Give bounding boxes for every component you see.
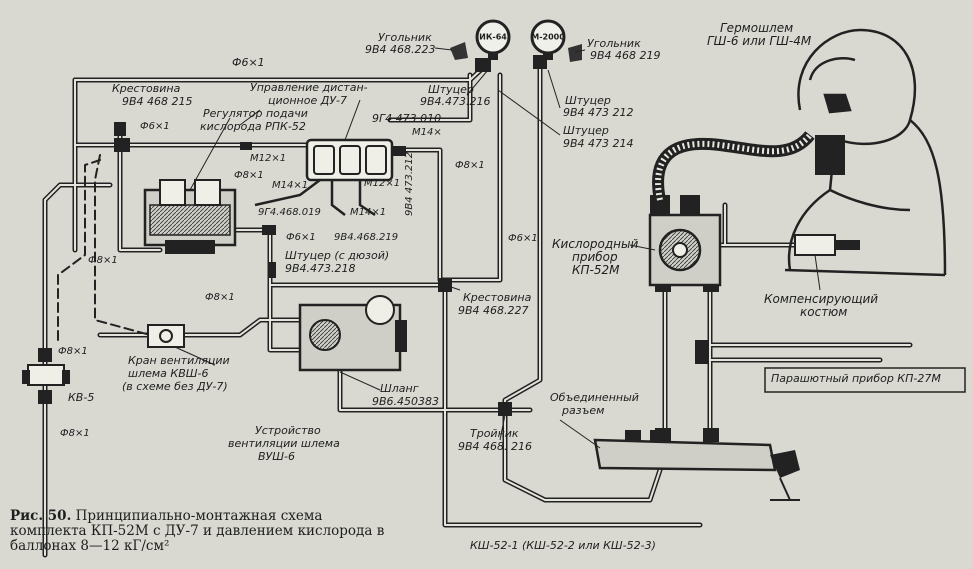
kvsh6-valve [147, 324, 185, 348]
label-regulator-1: Регулятор подачи [203, 107, 308, 120]
label-shtucer-dyuza: Штуцер (с дюзой) [285, 249, 390, 262]
label-kompens-2: костюм [800, 305, 848, 319]
label-krestovina-top-code: 9В4 468 215 [122, 95, 193, 108]
label-regulator-2: кислорода РПК-52 [200, 120, 306, 133]
label-m14-right: М14× [412, 127, 442, 138]
label-ugolnik-left-code: 9В4 468.223 [365, 43, 436, 56]
label-ustr-1: Устройство [255, 424, 321, 437]
label-ugolnik-left: Угольник [378, 31, 432, 44]
label-kran-3: (в схеме без ДУ-7) [122, 380, 228, 393]
label-m14-low: М14×1 [350, 207, 387, 218]
label-f8-bottom: Ф8×1 [60, 428, 90, 439]
label-f6-mid: Ф6×1 [286, 232, 316, 243]
label-shtucer-mid: Штуцер [565, 94, 611, 107]
label-shlang: Шланг [380, 382, 419, 395]
du7-unit [305, 138, 394, 182]
gauge-m2000 [530, 19, 566, 60]
label-f8-kv: Ф8×1 [58, 346, 88, 357]
gauge-ik64 [475, 19, 511, 60]
label-m14-left: М14×1 [272, 180, 309, 191]
label-shlang-code: 9В6.450383 [372, 395, 440, 408]
label-razem-1: Объединенный [550, 391, 639, 404]
label-f8-side: Ф8×1 [88, 255, 118, 266]
label-pipe-f6-left: Ф6×1 [140, 121, 170, 132]
kv5-valve [22, 364, 70, 386]
label-razem-2: разъем [562, 404, 605, 417]
label-germoshlem-type: ГШ-6 или ГШ-4М [707, 34, 812, 48]
label-f8-vert: Ф8×1 [455, 160, 485, 171]
label-krestovina-top: Крестовина [112, 82, 181, 95]
label-shtucer-mid-code: 9В4 473 212 [563, 106, 634, 119]
label-shtucer-top-code: 9В4.473.216 [420, 95, 491, 108]
label-troinik: Тройник [470, 427, 519, 440]
label-kv5: КВ-5 [68, 391, 95, 404]
label-f8-left: Ф8×1 [234, 170, 264, 181]
label-krestovina-mid-code: 9В4 468.227 [458, 304, 529, 317]
vush6-device [298, 295, 407, 372]
label-m12-left: М12×1 [250, 153, 287, 164]
kp52m-apparatus [648, 195, 722, 287]
label-kislorod-3: КП-52М [572, 263, 620, 277]
leader-lines [174, 47, 821, 449]
parachute-box-frame [764, 367, 966, 393]
label-f8-mid: Ф8×1 [205, 292, 235, 303]
label-kompens-1: Компенсирующий [764, 292, 879, 306]
label-troinik-code: 9В4 468. 216 [458, 440, 533, 453]
label-code-9g4-010: 9Г4 473 010 [372, 112, 442, 125]
caption-text: Принципиально-монтажная схема комплекта … [10, 508, 385, 554]
gauge-m2000-label: М-2000 [531, 32, 565, 42]
label-shtucer-dyuza-code: 9В4.473.218 [285, 262, 356, 275]
gauge-ik64-label: ИК-64 [479, 32, 507, 42]
elbow-left [450, 42, 468, 60]
label-pipe-top: Ф6×1 [232, 56, 265, 69]
label-kislorod-2: прибор [572, 250, 618, 264]
label-code-9v4-212-vert: 9В4 473.212 [404, 151, 415, 216]
regulator-rpk52 [143, 179, 237, 254]
label-f6-right: Ф6×1 [508, 233, 538, 244]
label-ugolnik-right-code: 9В4 468 219 [590, 49, 661, 62]
label-shtucer-low: Штуцер [563, 124, 609, 137]
label-ugolnik-right: Угольник [587, 37, 641, 50]
figure-caption: Рис. 50. Принципиально-монтажная схема к… [10, 509, 400, 554]
label-code-9g4-019: 9Г4.468.019 [258, 207, 321, 218]
suit-connector [794, 234, 860, 256]
label-kran-1: Кран вентиляции [128, 354, 230, 367]
label-krestovina-mid: Крестовина [463, 291, 532, 304]
caption-prefix: Рис. 50. [10, 508, 72, 524]
label-upravlenie-1: Управление дистан- [250, 81, 368, 94]
label-upravlenie-2: ционное ДУ-7 [268, 94, 348, 107]
label-kislorod-1: Кислородный [552, 237, 639, 251]
label-kran-2: шлема КВШ-6 [128, 367, 209, 380]
label-germoshlem: Гермошлем [720, 21, 794, 35]
label-parashut: Парашютный прибор КП-27М [771, 372, 941, 385]
label-ustr-3: ВУШ-6 [258, 450, 295, 463]
label-shtucer-low-code: 9В4 473 214 [563, 137, 634, 150]
label-shtucer-top: Штуцер [428, 83, 474, 96]
combined-connector [593, 430, 800, 501]
label-code-9b4-219: 9В4.468.219 [334, 232, 399, 243]
du7-lines [254, 179, 376, 217]
elbow-right [568, 44, 582, 62]
helmet-suit-figure [784, 28, 947, 277]
label-m12-right: М12×1 [364, 178, 401, 189]
label-ksh: КШ-52-1 (КШ-52-2 или КШ-52-3) [470, 539, 656, 552]
label-ustr-2: вентиляции шлема [228, 437, 340, 450]
